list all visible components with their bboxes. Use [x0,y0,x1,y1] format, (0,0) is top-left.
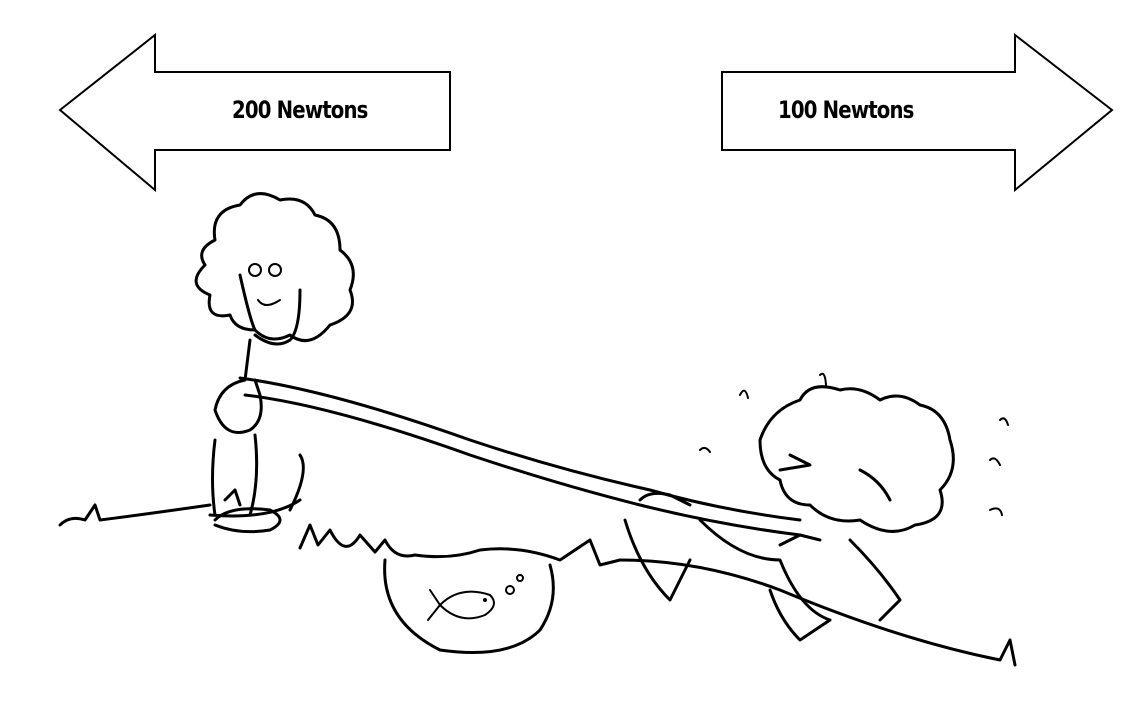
boys-figures [623,372,1009,642]
rope [238,376,802,522]
left-force-label: 200 Newtons [232,96,368,124]
pond [383,558,555,654]
right-force-label: 100 Newtons [778,96,914,124]
right-force-arrow [721,32,1114,193]
fish-icon [427,574,524,621]
girl-figure [194,192,355,517]
girl-hair [194,192,355,343]
cartoon-illustration [58,192,1017,667]
ground-line [58,453,305,527]
left-force-arrow [58,32,451,193]
